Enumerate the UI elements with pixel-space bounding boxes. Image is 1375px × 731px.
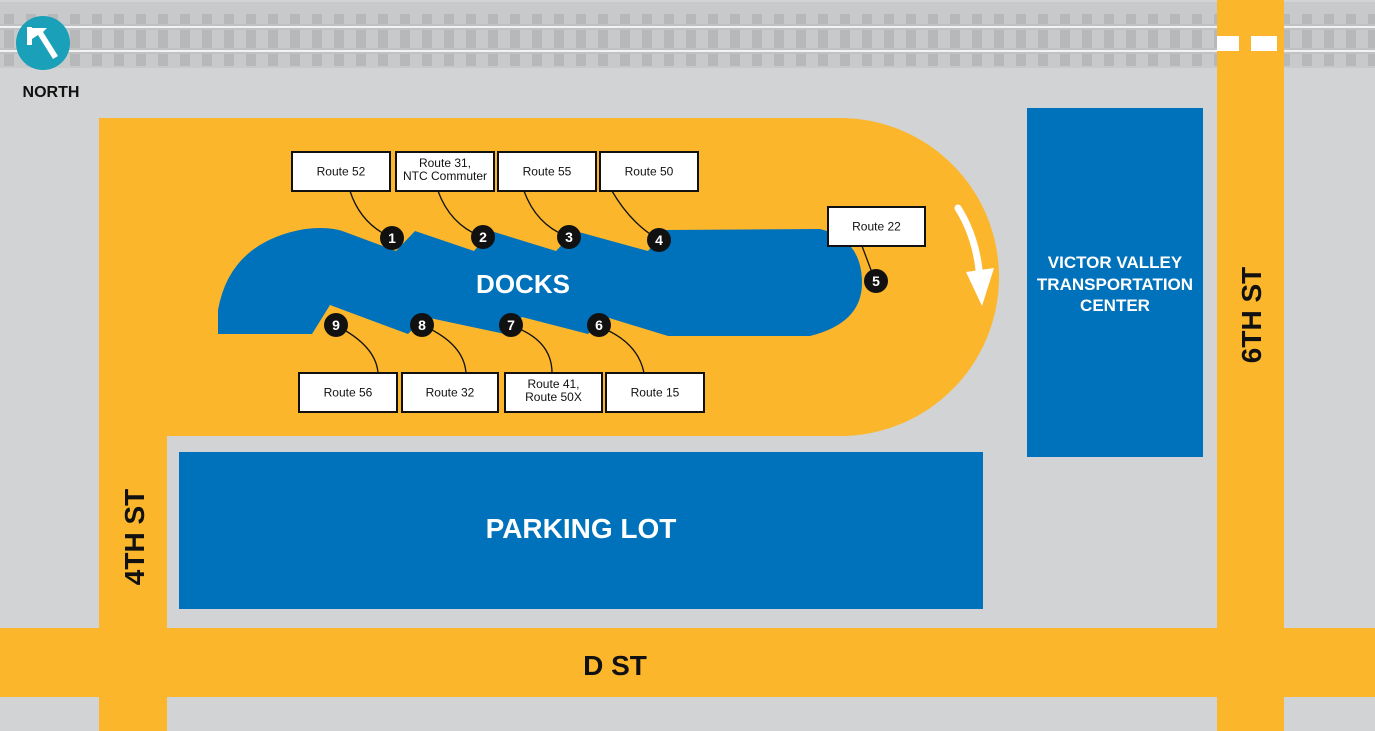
route-label-box [298, 372, 398, 413]
street-label-6th: 6TH ST [1236, 267, 1267, 363]
transit-center-line-3: CENTER [1080, 296, 1150, 315]
dock-6: Route 15 6 [587, 313, 705, 413]
route-label-text: Route 55 [523, 165, 572, 179]
dock-number: 5 [872, 273, 880, 289]
route-label-box [605, 372, 705, 413]
transit-center-line-2: TRANSPORTATION [1037, 275, 1193, 294]
dock-number: 8 [418, 317, 426, 333]
route-label-box [497, 151, 597, 192]
dock-number-marker [499, 313, 523, 337]
dock-2: Route 31,NTC Commuter 2 [395, 151, 495, 249]
north-compass [16, 16, 70, 70]
dock-number-marker [410, 313, 434, 337]
compass-label: NORTH [23, 84, 80, 101]
direction-arrow-icon [954, 204, 994, 306]
dock-markers: Route 52 1 Route 31,NTC Commuter 2 Route 55 3… [291, 151, 926, 413]
route-label-text: NTC Commuter [403, 169, 487, 183]
dock-number-marker [647, 228, 671, 252]
dock-number: 6 [595, 317, 603, 333]
dock-number: 4 [655, 232, 663, 248]
route-label-box [401, 372, 499, 413]
dock-number: 1 [388, 230, 396, 246]
route-label-box [504, 372, 603, 413]
route-label-text: Route 15 [631, 386, 680, 400]
street-label-d: D ST [583, 650, 647, 681]
route-label-box [599, 151, 699, 192]
street-d [0, 628, 1375, 697]
railroad-tracks [0, 2, 1375, 68]
dock-number: 2 [479, 229, 487, 245]
dock-number: 3 [565, 229, 573, 245]
street-6th [1217, 0, 1284, 731]
docks-platform [218, 228, 862, 336]
dock-number-marker [587, 313, 611, 337]
route-label-text: Route 50 [625, 165, 674, 179]
dock-number-marker [471, 225, 495, 249]
dock-5: Route 22 5 [827, 206, 926, 293]
route-label-box [395, 151, 495, 192]
dock-9: Route 56 9 [298, 313, 398, 413]
route-label-text: Route 31, [419, 156, 471, 170]
street-label-4th: 4TH ST [119, 489, 150, 585]
route-label-box [291, 151, 391, 192]
parking-lot-label: PARKING LOT [486, 513, 677, 544]
dock-3: Route 55 3 [497, 151, 597, 249]
route-label-text: Route 52 [317, 165, 366, 179]
route-label-text: Route 32 [426, 386, 475, 400]
dock-number: 7 [507, 317, 515, 333]
docks-label: DOCKS [476, 269, 570, 299]
dock-4: Route 50 4 [599, 151, 699, 252]
route-label-text: Route 41, [527, 377, 579, 391]
rail-crossing-white-1 [1217, 36, 1239, 51]
route-label-box [827, 206, 926, 247]
buildings [179, 108, 1203, 609]
dock-7: Route 41,Route 50X 7 [499, 313, 603, 413]
dock-number-marker [864, 269, 888, 293]
parking-lot-area [179, 452, 983, 609]
route-label-text: Route 56 [324, 386, 373, 400]
dock-8: Route 32 8 [401, 313, 499, 413]
route-label-text: Route 22 [852, 220, 901, 234]
transit-center-building [1027, 108, 1203, 457]
transit-center-line-1: VICTOR VALLEY [1048, 253, 1183, 272]
dock-number-marker [380, 226, 404, 250]
dock-1: Route 52 1 [291, 151, 404, 250]
dock-number-marker [324, 313, 348, 337]
dock-number: 9 [332, 317, 340, 333]
route-label-text: Route 50X [525, 390, 582, 404]
rail-crossing-white-2 [1251, 36, 1277, 51]
dock-number-marker [557, 225, 581, 249]
